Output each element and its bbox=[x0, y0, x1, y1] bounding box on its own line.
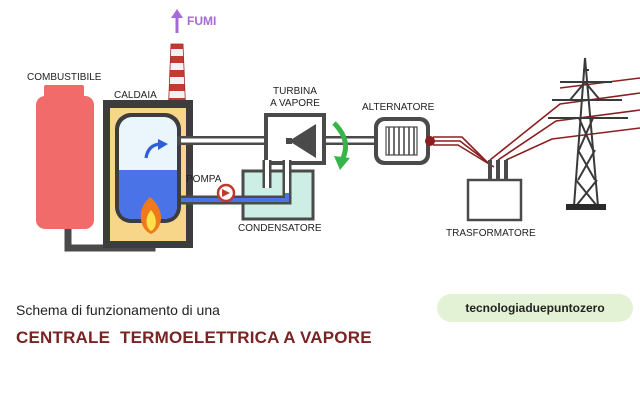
pump-icon bbox=[216, 183, 236, 203]
pylon-base bbox=[566, 204, 606, 210]
smoke-label: FUMI bbox=[187, 14, 217, 28]
brand-badge: tecnologiaduepuntozero bbox=[437, 294, 633, 322]
alternator-cables bbox=[433, 136, 495, 168]
steam-turbine bbox=[264, 113, 326, 165]
caption-title: CENTRALE TERMOELETTRICA A VAPORE bbox=[16, 328, 372, 347]
fuel-tank bbox=[36, 85, 94, 229]
steam-arrow-icon bbox=[144, 139, 168, 159]
electricity-pylon bbox=[548, 57, 628, 207]
feedwater-pipe bbox=[181, 193, 292, 205]
pump-label: POMPA bbox=[186, 174, 222, 185]
brand-text: tecnologiaduepuntozero bbox=[465, 301, 605, 315]
caption-subtitle: Schema di funzionamento di una bbox=[16, 302, 220, 318]
transformer-label: TRASFORMATORE bbox=[446, 228, 536, 239]
alternator bbox=[374, 117, 435, 165]
turbine-label-line1: TURBINA bbox=[273, 86, 317, 97]
condenser-label: CONDENSATORE bbox=[238, 223, 322, 234]
smoke-arrow-icon bbox=[171, 9, 183, 33]
turbine-shaft bbox=[326, 136, 374, 145]
flame-icon bbox=[140, 197, 162, 234]
boiler-label: CALDAIA bbox=[114, 90, 157, 101]
exhaust-pipe bbox=[262, 160, 292, 193]
steam-pipe bbox=[177, 136, 267, 145]
alternator-label: ALTERNATORE bbox=[362, 102, 435, 113]
turbine-label-line2: A VAPORE bbox=[270, 98, 320, 109]
transformer bbox=[466, 160, 523, 222]
condenser bbox=[241, 169, 315, 221]
rotation-arrow-icon bbox=[332, 121, 350, 170]
fuel-label: COMBUSTIBILE bbox=[27, 72, 102, 83]
